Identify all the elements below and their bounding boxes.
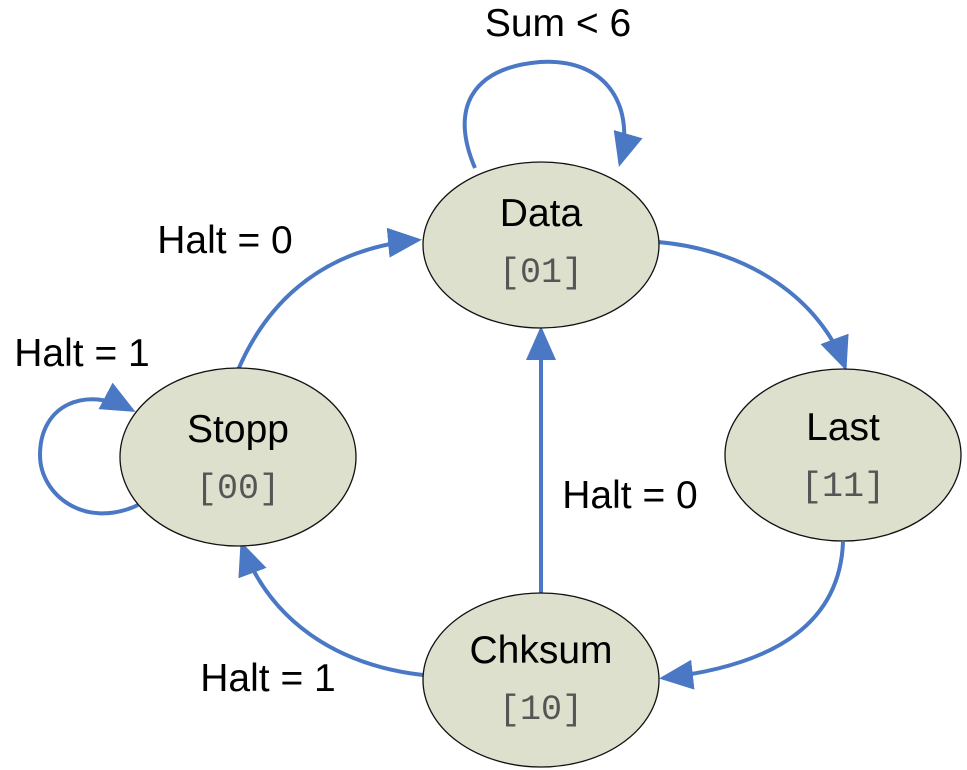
label-stopp-self: Halt = 1 [14, 332, 150, 375]
label-chksum-to-data: Halt = 0 [562, 474, 698, 517]
transition-data-self [462, 59, 643, 169]
transitions [37, 59, 849, 690]
state-data-name: Data [500, 192, 583, 235]
transition-chksum-to-stopp [238, 541, 424, 677]
label-stopp-to-data: Halt = 0 [157, 219, 293, 262]
state-stopp-ellipse [119, 367, 357, 547]
state-last-code: [11] [801, 467, 885, 507]
label-chksum-to-stopp: Halt = 1 [200, 657, 336, 700]
transition-stopp-to-data [236, 227, 422, 371]
state-chksum-ellipse [422, 592, 660, 768]
state-last: Last [11] [724, 368, 962, 542]
transition-labels: Sum < 6 Halt = 0 Halt = 1 Halt = 0 Halt … [14, 2, 698, 700]
state-data-code: [01] [499, 253, 583, 293]
label-data-self: Sum < 6 [485, 2, 631, 45]
state-last-ellipse [724, 368, 962, 542]
state-data: Data [01] [422, 161, 660, 329]
state-stopp-code: [00] [196, 469, 280, 509]
state-chksum-name: Chksum [469, 629, 612, 672]
state-stopp: Stopp [00] [119, 367, 357, 547]
state-last-name: Last [806, 406, 880, 449]
state-chksum: Chksum [10] [422, 592, 660, 768]
transition-data-to-last [657, 240, 849, 371]
state-chksum-code: [10] [499, 690, 583, 730]
state-stopp-name: Stopp [187, 408, 289, 451]
state-data-ellipse [422, 161, 660, 329]
transition-stopp-self [37, 382, 139, 516]
transition-last-to-chksum [659, 541, 845, 690]
